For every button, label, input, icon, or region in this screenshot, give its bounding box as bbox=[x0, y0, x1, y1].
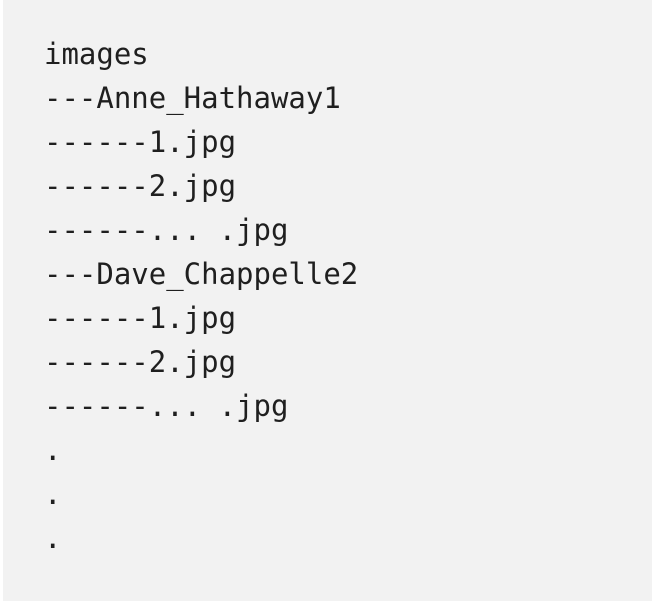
code-line-subfolder: ---Anne_Hathaway1 bbox=[44, 81, 341, 115]
code-line-ellipsis: . bbox=[44, 477, 62, 511]
code-line-ellipsis: . bbox=[44, 433, 62, 467]
code-line-subfolder: ---Dave_Chappelle2 bbox=[44, 257, 359, 291]
code-line-file: ------2.jpg bbox=[44, 169, 237, 203]
code-block: images ---Anne_Hathaway1 ------1.jpg ---… bbox=[3, 0, 652, 601]
code-line-ellipsis: . bbox=[44, 521, 62, 555]
code-line-file: ------... .jpg bbox=[44, 213, 289, 247]
code-line-file: ------1.jpg bbox=[44, 301, 237, 335]
code-line-file: ------2.jpg bbox=[44, 345, 237, 379]
code-line-file: ------... .jpg bbox=[44, 389, 289, 423]
code-line-file: ------1.jpg bbox=[44, 125, 237, 159]
code-line-root-folder: images bbox=[44, 37, 149, 71]
